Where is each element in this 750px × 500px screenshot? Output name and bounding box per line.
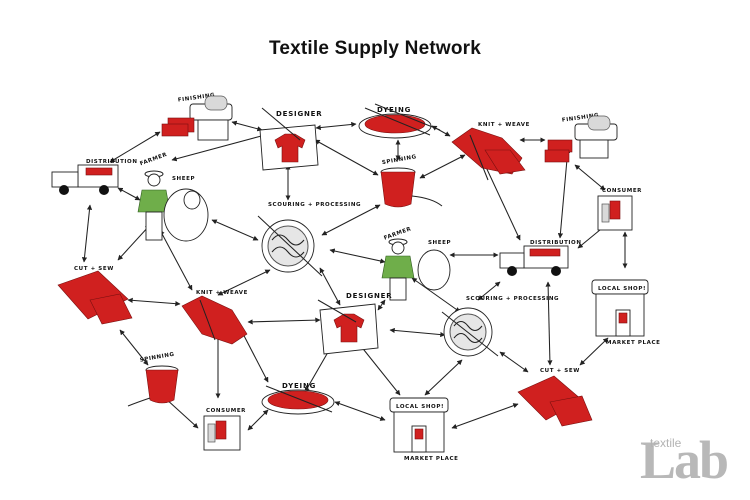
finishing-label: FINISHING <box>562 113 600 124</box>
spinning-top: SPINNING <box>380 154 443 208</box>
designer-top: DESIGNER <box>259 107 322 171</box>
edge <box>389 327 446 338</box>
page-title: Textile Supply Network <box>268 38 482 59</box>
dyeing-bottom: DYEING <box>261 382 335 415</box>
edge <box>359 344 401 396</box>
distribution-label: DISTRIBUTION <box>530 240 582 246</box>
edge <box>419 154 466 179</box>
edge <box>109 131 161 163</box>
consumer-label: CONSUMER <box>206 408 246 414</box>
cut-sew-right: CUT + SEW <box>517 368 593 427</box>
finishing-label: FINISHING <box>178 92 216 103</box>
edge <box>477 281 501 301</box>
distribution-truck-right: DISTRIBUTION <box>499 240 582 276</box>
edge <box>499 351 529 373</box>
edge <box>239 327 269 383</box>
edge <box>314 139 379 176</box>
consumer-right: CONSUMER <box>597 188 642 231</box>
edge <box>247 409 269 431</box>
dyeing-label: DYEING <box>282 382 316 390</box>
edge <box>451 403 519 429</box>
designer-center: DESIGNER <box>317 292 392 355</box>
market-place-label: MARKET PLACE <box>404 456 458 462</box>
designer-label: DESIGNER <box>276 110 322 118</box>
edge <box>117 224 151 261</box>
edge <box>164 397 199 429</box>
edge <box>319 267 341 306</box>
edge <box>247 317 321 325</box>
edge <box>315 121 357 131</box>
farmer-center: FARMER SHEEP <box>381 226 451 301</box>
scouring-label: SCOURING + PROCESSING <box>466 296 559 302</box>
edge <box>574 164 606 191</box>
local-shop-label: LOCAL SHOP! <box>396 404 444 410</box>
knit-weave-label: KNIT + WEAVE <box>196 290 248 296</box>
scouring-label: SCOURING + PROCESSING <box>268 202 361 208</box>
spinning-label: SPINNING <box>382 154 418 166</box>
cut-sew-label: CUT + SEW <box>74 266 114 272</box>
edge <box>159 229 193 291</box>
finishing-left: FINISHING <box>161 92 233 141</box>
knit-weave-label: KNIT + WEAVE <box>478 122 530 128</box>
designer-label: DESIGNER <box>346 292 392 300</box>
edge <box>217 269 271 296</box>
local-shop-label: LOCAL SHOP! <box>598 286 646 292</box>
edge <box>411 277 461 313</box>
edge <box>334 401 386 421</box>
edges <box>81 120 628 431</box>
dyeing-top: DYEING <box>358 103 441 139</box>
logo-lab-text: Lab <box>640 430 729 490</box>
edge <box>579 337 609 366</box>
edge <box>557 147 571 239</box>
distribution-label: DISTRIBUTION <box>86 159 138 165</box>
local-shop-bottom: LOCAL SHOP! MARKET PLACE <box>389 397 458 462</box>
edge <box>377 299 386 311</box>
knit-weave-left: KNIT + WEAVE <box>181 290 248 345</box>
sheep-label: SHEEP <box>172 176 195 182</box>
edge <box>171 133 266 162</box>
market-place-label: MARKET PLACE <box>606 340 660 346</box>
farmer-left: FARMER SHEEP <box>137 152 209 242</box>
spinning-label: SPINNING <box>139 352 175 364</box>
farmer-label: FARMER <box>139 152 168 168</box>
edge <box>211 219 259 241</box>
dyeing-label: DYEING <box>377 106 411 114</box>
edge <box>424 359 463 396</box>
spinning-bottom: SPINNING <box>127 352 179 407</box>
edge <box>329 248 386 264</box>
distribution-truck-left: DISTRIBUTION <box>51 159 138 195</box>
scouring-right: SCOURING + PROCESSING <box>441 296 559 357</box>
edge <box>127 297 181 307</box>
edge <box>231 120 263 132</box>
edge <box>119 329 149 366</box>
consumer-bottom: CONSUMER <box>203 408 246 451</box>
finishing-right: FINISHING <box>544 113 618 163</box>
knit-weave-top: KNIT + WEAVE <box>451 122 530 181</box>
edge <box>545 281 553 366</box>
cut-sew-left: CUT + SEW <box>57 266 133 325</box>
edge <box>117 187 141 201</box>
cut-sew-label: CUT + SEW <box>540 368 580 374</box>
edge <box>321 204 381 236</box>
scouring-left: SCOURING + PROCESSING <box>257 202 361 277</box>
consumer-label: CONSUMER <box>602 188 642 194</box>
edge <box>81 204 93 263</box>
sheep-label: SHEEP <box>428 240 451 246</box>
local-shop-right: LOCAL SHOP! MARKET PLACE <box>591 279 660 346</box>
logo-textile-text: textile <box>650 436 682 450</box>
